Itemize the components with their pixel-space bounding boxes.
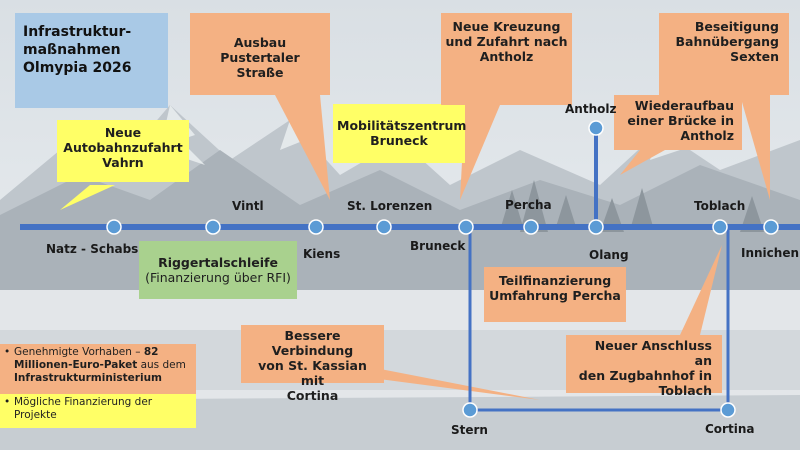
riggertal-subtitle: (Finanzierung über RFI) <box>145 270 291 285</box>
node-kiens <box>308 219 324 235</box>
pointer-zugbahnhof <box>680 245 722 335</box>
callout-riggertalschleife: Riggertalschleife (Finanzierung über RFI… <box>139 241 297 299</box>
legend-approved-amount: 82 Millionen-Euro-Paket <box>14 346 159 371</box>
branch-stern-cortina <box>468 227 730 412</box>
pointer-kreuzung <box>460 105 500 200</box>
callout-umfahrung-percha: Teilfinanzierung Umfahrung Percha <box>484 267 626 322</box>
callout-mobilitaetszentrum: Mobilitätszentrum Bruneck <box>333 104 466 163</box>
callout-pustertaler: Ausbau Pustertaler Straße <box>190 13 330 95</box>
node-stern <box>462 402 478 418</box>
legend-approved-connector: aus dem <box>137 359 186 371</box>
station-label-vintl: Vintl <box>232 199 264 213</box>
node-vintl <box>205 219 221 235</box>
callout-bruecke-antholz: Wiederaufbau einer Brücke in Antholz <box>614 95 742 150</box>
legend-approved-text: Genehmigte Vorhaben – <box>14 346 144 358</box>
station-label-antholz: Antholz <box>565 102 617 116</box>
station-label-st-lorenzen: St. Lorenzen <box>347 199 433 213</box>
callout-st-kassian-cortina: Bessere Verbindung von St. Kassian mit C… <box>241 325 384 403</box>
callout-zugbahnhof-toblach: Neuer Anschluss an den Zugbahnhof in Tob… <box>566 335 722 398</box>
station-label-bruneck: Bruneck <box>410 239 466 253</box>
pointer-autobahnzufahrt <box>60 185 115 210</box>
node-olang <box>588 219 604 235</box>
station-label-stern: Stern <box>451 423 488 437</box>
station-label-cortina: Cortina <box>705 422 755 436</box>
station-label-olang: Olang <box>589 248 629 262</box>
legend-possible-text: Mögliche Finanzierung der Projekte <box>14 396 153 421</box>
node-percha <box>523 219 539 235</box>
node-bruneck <box>458 219 474 235</box>
riggertal-title: Riggertalschleife <box>158 255 278 270</box>
node-toblach <box>712 219 728 235</box>
node-antholz <box>588 120 604 136</box>
legend-possible: Mögliche Finanzierung der Projekte <box>0 394 196 428</box>
station-label-toblach: Toblach <box>694 199 746 213</box>
pointer-bahnuebergang <box>740 95 770 200</box>
station-label-kiens: Kiens <box>303 247 341 261</box>
legend-approved-ministry: Infrastrukturministerium <box>14 372 162 384</box>
callout-autobahnzufahrt: Neue Autobahnzufahrt Vahrn <box>57 120 189 182</box>
node-innichen <box>763 219 779 235</box>
node-st-lorenzen <box>376 219 392 235</box>
callout-kreuzung-antholz: Neue Kreuzung und Zufahrt nach Antholz <box>441 13 572 105</box>
node-natz-schabs <box>106 219 122 235</box>
pointer-bruecke <box>620 150 665 175</box>
station-label-percha: Percha <box>505 198 552 212</box>
station-label-innichen: Innichen <box>741 246 800 260</box>
callout-bahnuebergang-sexten: Beseitigung Bahnübergang Sexten <box>659 13 789 95</box>
page-title: Infrastruktur- maßnahmen Olmypia 2026 <box>15 13 168 108</box>
node-cortina <box>720 402 736 418</box>
pointer-pustertaler <box>275 95 330 200</box>
station-label-natz-schabs: Natz - Schabs <box>46 242 139 256</box>
legend-approved: Genehmigte Vorhaben – 82 Millionen-Euro-… <box>0 344 196 394</box>
